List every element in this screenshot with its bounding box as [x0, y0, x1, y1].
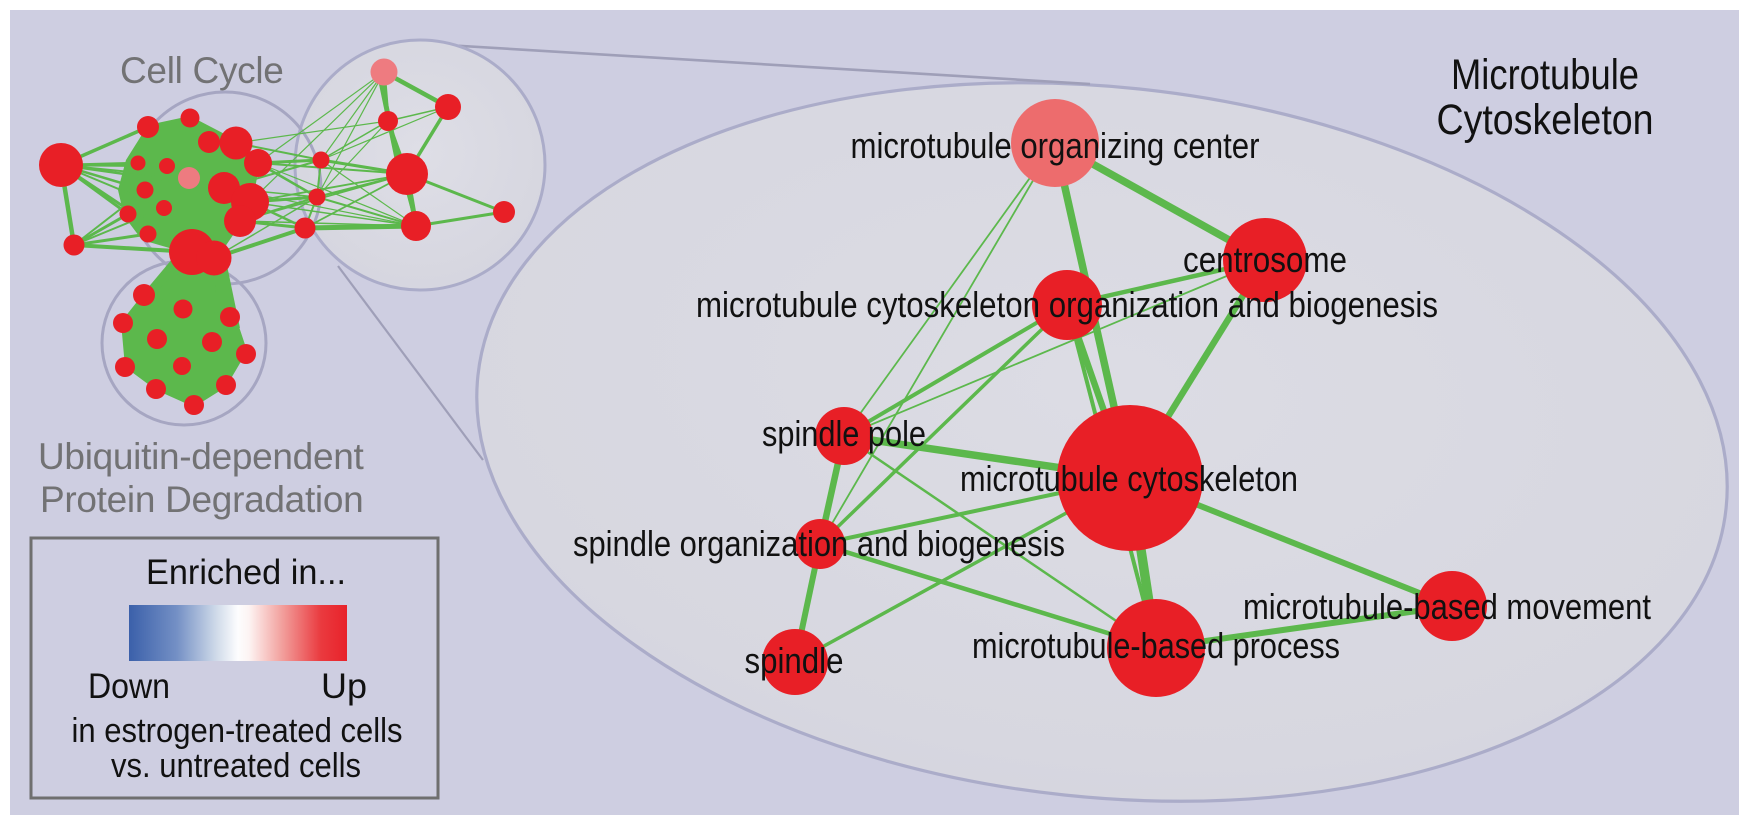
svg-text:Ubiquitin-dependent: Ubiquitin-dependent: [38, 436, 365, 477]
svg-text:microtubule-based process: microtubule-based process: [972, 625, 1340, 666]
svg-text:in estrogen-treated cells: in estrogen-treated cells: [72, 712, 403, 750]
svg-text:vs. untreated cells: vs. untreated cells: [111, 747, 361, 785]
svg-text:microtubule cytoskeleton organ: microtubule cytoskeleton organization an…: [696, 284, 1438, 325]
svg-text:spindle pole: spindle pole: [762, 413, 926, 454]
svg-text:microtubule cytoskeleton: microtubule cytoskeleton: [960, 458, 1298, 499]
svg-text:spindle organization and bioge: spindle organization and biogenesis: [573, 523, 1065, 564]
svg-text:spindle: spindle: [745, 640, 844, 681]
svg-text:Protein Degradation: Protein Degradation: [40, 479, 363, 520]
svg-text:Microtubule: Microtubule: [1451, 51, 1639, 99]
svg-text:Enriched in...: Enriched in...: [146, 553, 346, 592]
svg-text:Cell Cycle: Cell Cycle: [120, 50, 284, 91]
svg-text:Up: Up: [321, 667, 367, 706]
svg-text:centrosome: centrosome: [1183, 239, 1347, 280]
svg-text:microtubule organizing center: microtubule organizing center: [851, 125, 1260, 166]
svg-text:Down: Down: [88, 667, 170, 706]
svg-text:Cytoskeleton: Cytoskeleton: [1437, 96, 1654, 144]
svg-text:microtubule-based movement: microtubule-based movement: [1243, 586, 1651, 627]
